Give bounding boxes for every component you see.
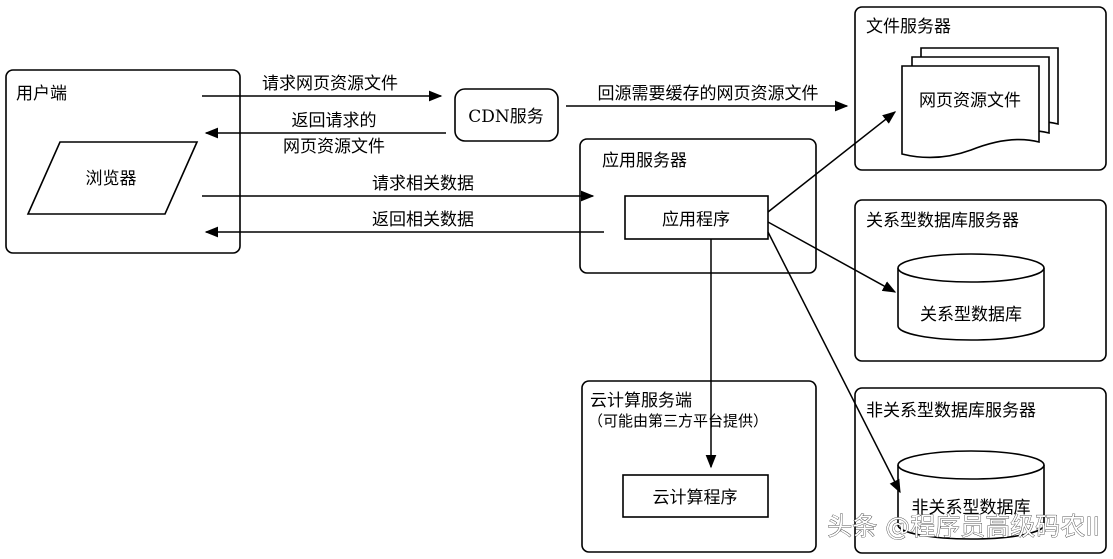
cdn-label: CDN服务 (468, 107, 544, 127)
edge-label-request-page: 请求网页资源文件 (262, 74, 398, 94)
arrow-app-to-rdb (767, 221, 897, 293)
nosql-label: 非关系型数据库 (912, 498, 1031, 518)
file-server-node: 文件服务器 网页资源文件 (854, 6, 1107, 171)
edge-label-return-page-1: 返回请求的 (292, 111, 377, 131)
rdb-label: 关系型数据库 (920, 305, 1022, 325)
client-title: 用户端 (16, 84, 67, 104)
cloud-title: 云计算服务端 (590, 391, 692, 411)
app-server-title: 应用服务器 (602, 151, 687, 171)
edges: 请求网页资源文件 返回请求的 网页资源文件 回源需要缓存的网页资源文件 请求相关… (202, 74, 901, 494)
browser-label: 浏览器 (86, 169, 137, 189)
document-stack-icon (901, 47, 1059, 159)
database-cylinder-icon (897, 450, 1045, 540)
edge-label-origin-fetch: 回源需要缓存的网页资源文件 (598, 84, 819, 104)
app-server-node: 应用服务器 应用程序 (579, 138, 817, 274)
file-server-title: 文件服务器 (866, 17, 951, 37)
file-doc-label: 网页资源文件 (919, 91, 1021, 111)
browser-node: 浏览器 (26, 141, 199, 215)
watermark: 头条 @程序员高级码农II (827, 512, 1100, 541)
nosql-server-node: 非关系型数据库服务器 非关系型数据库 (854, 387, 1107, 554)
cloud-subtitle: （可能由第三方平台提供） (588, 412, 768, 430)
rdb-server-node: 关系型数据库服务器 关系型数据库 (854, 199, 1107, 362)
app-program-label: 应用程序 (662, 210, 730, 230)
arrow-app-to-nosql (767, 231, 901, 494)
rdb-server-title: 关系型数据库服务器 (866, 211, 1019, 231)
edge-label-request-data: 请求相关数据 (372, 174, 474, 194)
database-cylinder-icon (897, 253, 1045, 341)
arrow-app-to-file (767, 111, 897, 213)
cdn-node: CDN服务 (454, 88, 559, 142)
cloud-server-node: 云计算服务端 （可能由第三方平台提供） 云计算程序 (581, 380, 817, 553)
client-node: 用户端 浏览器 (5, 69, 241, 254)
nosql-server-title: 非关系型数据库服务器 (866, 401, 1036, 421)
cloud-program-label: 云计算程序 (653, 488, 738, 508)
edge-label-return-data: 返回相关数据 (372, 210, 474, 230)
edge-label-return-page-2: 网页资源文件 (283, 137, 385, 157)
